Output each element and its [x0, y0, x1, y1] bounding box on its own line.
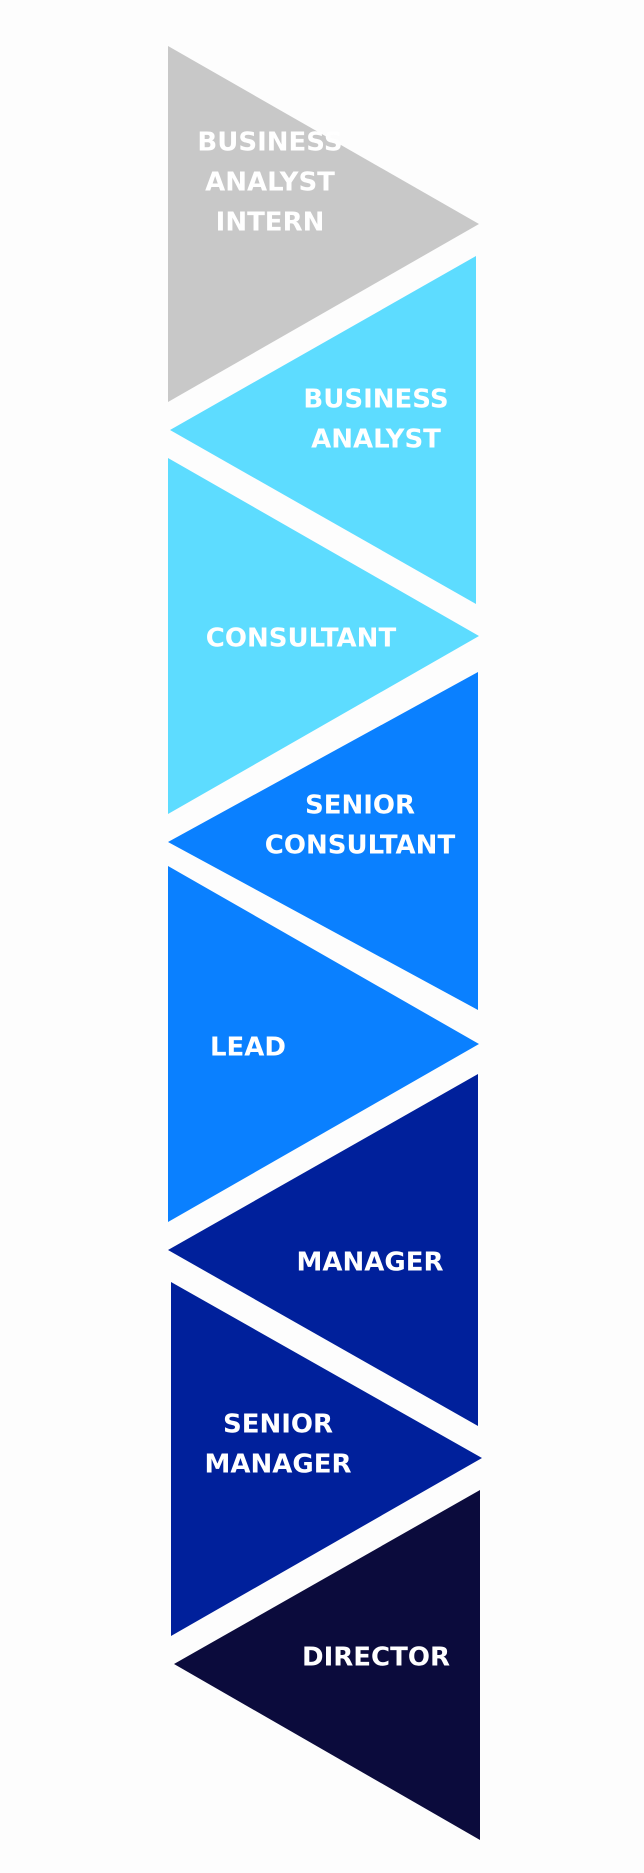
level-label-6-line-1: MANAGER — [297, 1248, 444, 1278]
level-label-7-line-2: MANAGER — [205, 1450, 352, 1480]
level-triangle-1 — [168, 46, 479, 402]
level-triangle-6 — [168, 1074, 478, 1426]
level-triangle-7 — [171, 1282, 482, 1636]
level-label-1-line-3: INTERN — [216, 208, 325, 238]
level-label-2-line-1: BUSINESS — [303, 385, 448, 415]
level-label-8-line-1: DIRECTOR — [302, 1643, 450, 1673]
level-label-4-line-1: SENIOR — [305, 791, 415, 821]
level-label-5-line-1: LEAD — [210, 1033, 286, 1063]
level-triangle-5 — [168, 866, 479, 1222]
level-triangle-3 — [168, 458, 479, 814]
level-label-3-line-1: CONSULTANT — [206, 624, 397, 654]
level-triangle-2 — [170, 256, 476, 604]
level-labels: BUSINESS ANALYST INTERN BUSINESS ANALYST CONS… — [197, 128, 455, 1673]
level-label-2-line-2: ANALYST — [311, 425, 441, 455]
level-label-4-line-2: CONSULTANT — [265, 831, 456, 861]
level-triangle-8 — [174, 1490, 480, 1840]
level-triangles — [168, 46, 482, 1840]
level-label-7-line-1: SENIOR — [223, 1410, 333, 1440]
level-triangle-4 — [168, 672, 478, 1010]
level-label-1-line-1: BUSINESS — [197, 128, 342, 158]
level-label-1-line-2: ANALYST — [205, 168, 335, 198]
